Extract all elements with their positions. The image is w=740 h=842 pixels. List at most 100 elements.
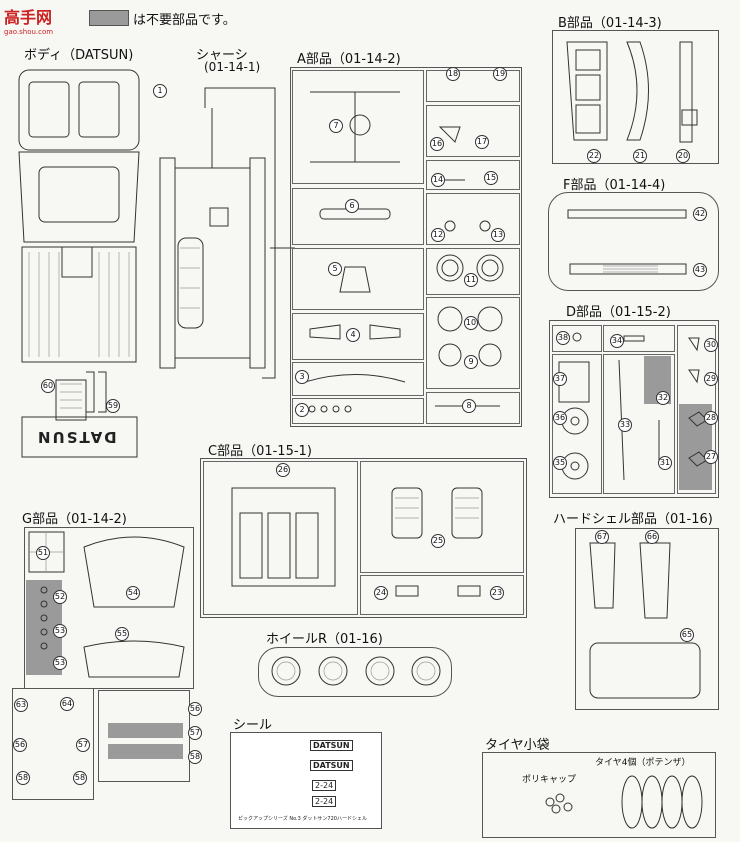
decal-datsun-1: DATSUN: [310, 740, 353, 751]
part-53b: 53: [53, 656, 67, 670]
part-11: 11: [464, 273, 478, 287]
part-59: 59: [106, 399, 120, 413]
part-37: 37: [553, 372, 567, 386]
hardshell-title: ハードシェル部品（01-16): [553, 512, 713, 527]
a-parts-title: A部品（01-14-2): [297, 52, 401, 67]
b-parts-frame: [552, 30, 719, 164]
d-parts-frame: [549, 320, 719, 498]
b-parts-drawing: [566, 41, 698, 143]
d-parts-drawing: [558, 332, 708, 481]
decal-title: シール: [233, 718, 273, 733]
part-9: 9: [464, 355, 478, 369]
part-7: 7: [329, 119, 343, 133]
c-parts-drawing: [231, 487, 483, 597]
part-54: 54: [126, 586, 140, 600]
lens-unneeded-56: [108, 744, 183, 759]
part-23: 23: [490, 586, 504, 600]
part-34: 34: [610, 334, 624, 348]
tire-bag-drawing: [545, 775, 703, 829]
a-cell-7: [292, 70, 424, 184]
part-65: 65: [680, 628, 694, 642]
part-35: 35: [553, 456, 567, 470]
logo-url: gao.shou.com: [4, 28, 54, 36]
part-30: 30: [704, 338, 718, 352]
d-cell-38: [552, 325, 602, 352]
a-cell-2: [292, 398, 424, 424]
part-6: 6: [345, 199, 359, 213]
c-cell-24: [360, 575, 524, 615]
f-parts-title: F部品（01-14-4): [563, 178, 666, 193]
part-16: 16: [430, 137, 444, 151]
f-parts-frame: [548, 192, 719, 291]
poly-cap-label: ポリキャップ: [522, 775, 577, 785]
a-cell-14: [426, 160, 520, 190]
datsun-tailgate-text: DATSUN: [36, 428, 117, 446]
tire-bag-title: タイヤ小袋: [485, 738, 550, 753]
part-55: 55: [115, 627, 129, 641]
a-parts-drawing: [304, 91, 504, 413]
part-10: 10: [464, 316, 478, 330]
part-66: 66: [645, 530, 659, 544]
a-cell-16: [426, 105, 520, 157]
chassis-title: シャーシ: [196, 48, 248, 63]
decal-datsun-2: DATSUN: [310, 760, 353, 771]
part-1: 1: [153, 84, 167, 98]
c-cell-25: [360, 461, 524, 573]
part-14: 14: [431, 173, 445, 187]
part-31: 31: [658, 456, 672, 470]
part-57c: 57: [188, 726, 202, 740]
part-58c: 56: [188, 702, 202, 716]
hardshell-frame: [575, 528, 719, 710]
part-2: 2: [295, 403, 309, 417]
part-56: 56: [13, 738, 27, 752]
part-25: 25: [431, 534, 445, 548]
g-parts-drawing: [28, 531, 185, 678]
d-parts-title: D部品（01-15-2): [566, 305, 671, 320]
part-52: 52: [53, 590, 67, 604]
part-56c: 58: [188, 750, 202, 764]
d-cell-34: [603, 325, 675, 352]
decal-plate-1: 2-24: [312, 780, 337, 791]
part-64: 64: [60, 697, 74, 711]
chassis-drawing: [159, 87, 295, 379]
wheel-frame: [258, 647, 452, 697]
part-33: 33: [618, 418, 632, 432]
part-28: 28: [704, 411, 718, 425]
part-20: 20: [676, 149, 690, 163]
part-3: 3: [295, 370, 309, 384]
part-8: 8: [462, 399, 476, 413]
decal-plate-2: 2-24: [312, 796, 337, 807]
part-26: 26: [276, 463, 290, 477]
part-22: 22: [587, 149, 601, 163]
c-cell-26: [203, 461, 358, 615]
tires-label: タイヤ4個（ポテンザ）: [595, 758, 691, 768]
part-5: 5: [328, 262, 342, 276]
c-parts-frame: [200, 458, 527, 618]
a-cell-11: [426, 248, 520, 295]
f-parts-drawing: [567, 209, 687, 275]
part-36: 36: [553, 411, 567, 425]
part-58b: 58: [73, 771, 87, 785]
decal-footer: ピックアップシリーズ No.3 ダットサン720ハードシェル: [238, 816, 367, 822]
part-29: 29: [704, 372, 718, 386]
legend-text: は不要部品です。: [133, 13, 236, 28]
g-lower-frame: [12, 688, 94, 800]
logo-text: 高手网: [4, 8, 53, 27]
part-24: 24: [374, 586, 388, 600]
part-13: 13: [491, 228, 505, 242]
tire-bag-frame: [482, 752, 716, 838]
chassis-code: (01-14-1): [204, 60, 261, 74]
a-cell-10: [426, 297, 520, 389]
part-4: 4: [346, 328, 360, 342]
g-parts-title: G部品（01-14-2): [22, 512, 127, 527]
part-32: 32: [656, 391, 670, 405]
a-cell-8: [426, 392, 520, 424]
d-cell-right: [677, 325, 716, 494]
c-parts-title: C部品（01-15-1): [208, 444, 312, 459]
part-15: 15: [484, 171, 498, 185]
b-parts-title: B部品（01-14-3): [558, 16, 662, 31]
site-logo: 高手网 gao.shou.com: [4, 4, 74, 36]
part-57: 57: [76, 738, 90, 752]
a-cell-12: [426, 193, 520, 245]
